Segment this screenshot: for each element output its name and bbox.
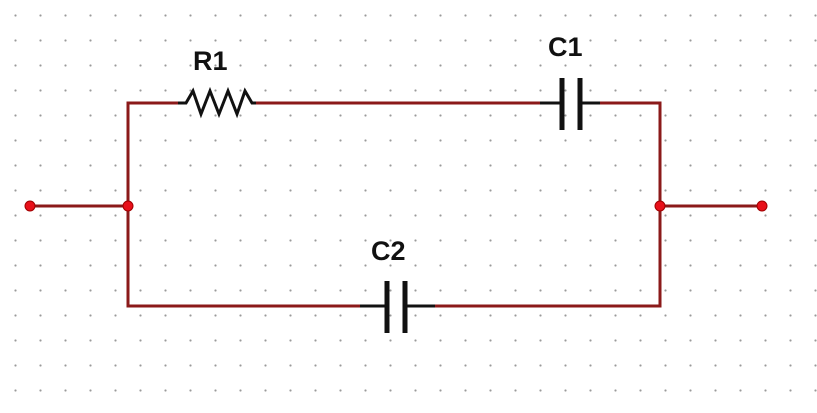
resistor-r1[interactable]: R1 (178, 46, 256, 119)
right-terminal-node[interactable] (756, 200, 768, 212)
left-terminal-node[interactable] (24, 200, 36, 212)
c1-label: C1 (548, 32, 583, 62)
r1-label: R1 (193, 46, 228, 76)
capacitor-c2[interactable]: C2 (360, 236, 435, 333)
right-junction-node[interactable] (654, 200, 666, 212)
left-junction-node[interactable] (122, 200, 134, 212)
capacitor-c1[interactable]: C1 (540, 32, 600, 130)
c2-label: C2 (371, 236, 406, 266)
